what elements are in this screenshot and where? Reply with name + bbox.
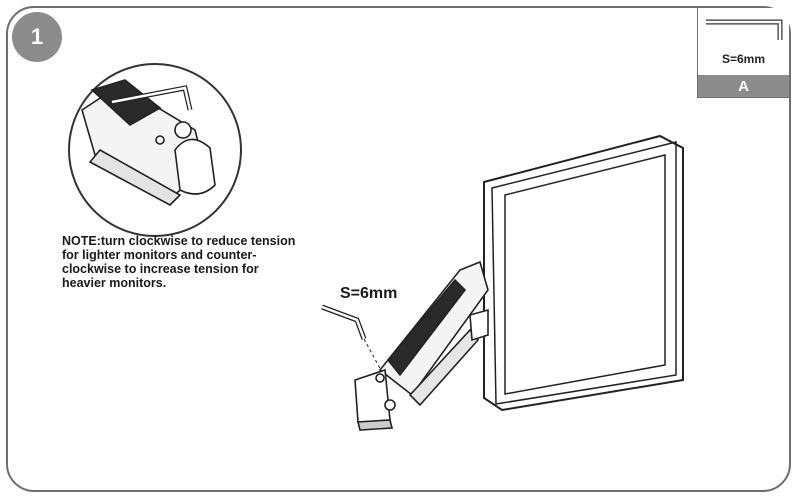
monitor-illustration <box>483 134 684 412</box>
monitor-arm-illustration <box>354 260 489 431</box>
insertion-guide-line <box>363 338 383 373</box>
allen-key-icon <box>706 19 783 40</box>
arm-joint-closeup <box>81 79 216 206</box>
instruction-panel-frame <box>6 6 791 492</box>
tool-size-label: S=6mm <box>721 52 766 66</box>
step-number-badge: 1 <box>12 12 62 62</box>
key-size-label: S=6mm <box>340 285 398 302</box>
tension-note: NOTE:turn clockwise to reduce tension fo… <box>62 234 296 290</box>
tool-reference-box: S=6mm A <box>697 8 789 98</box>
tool-letter-label: A <box>698 75 789 97</box>
